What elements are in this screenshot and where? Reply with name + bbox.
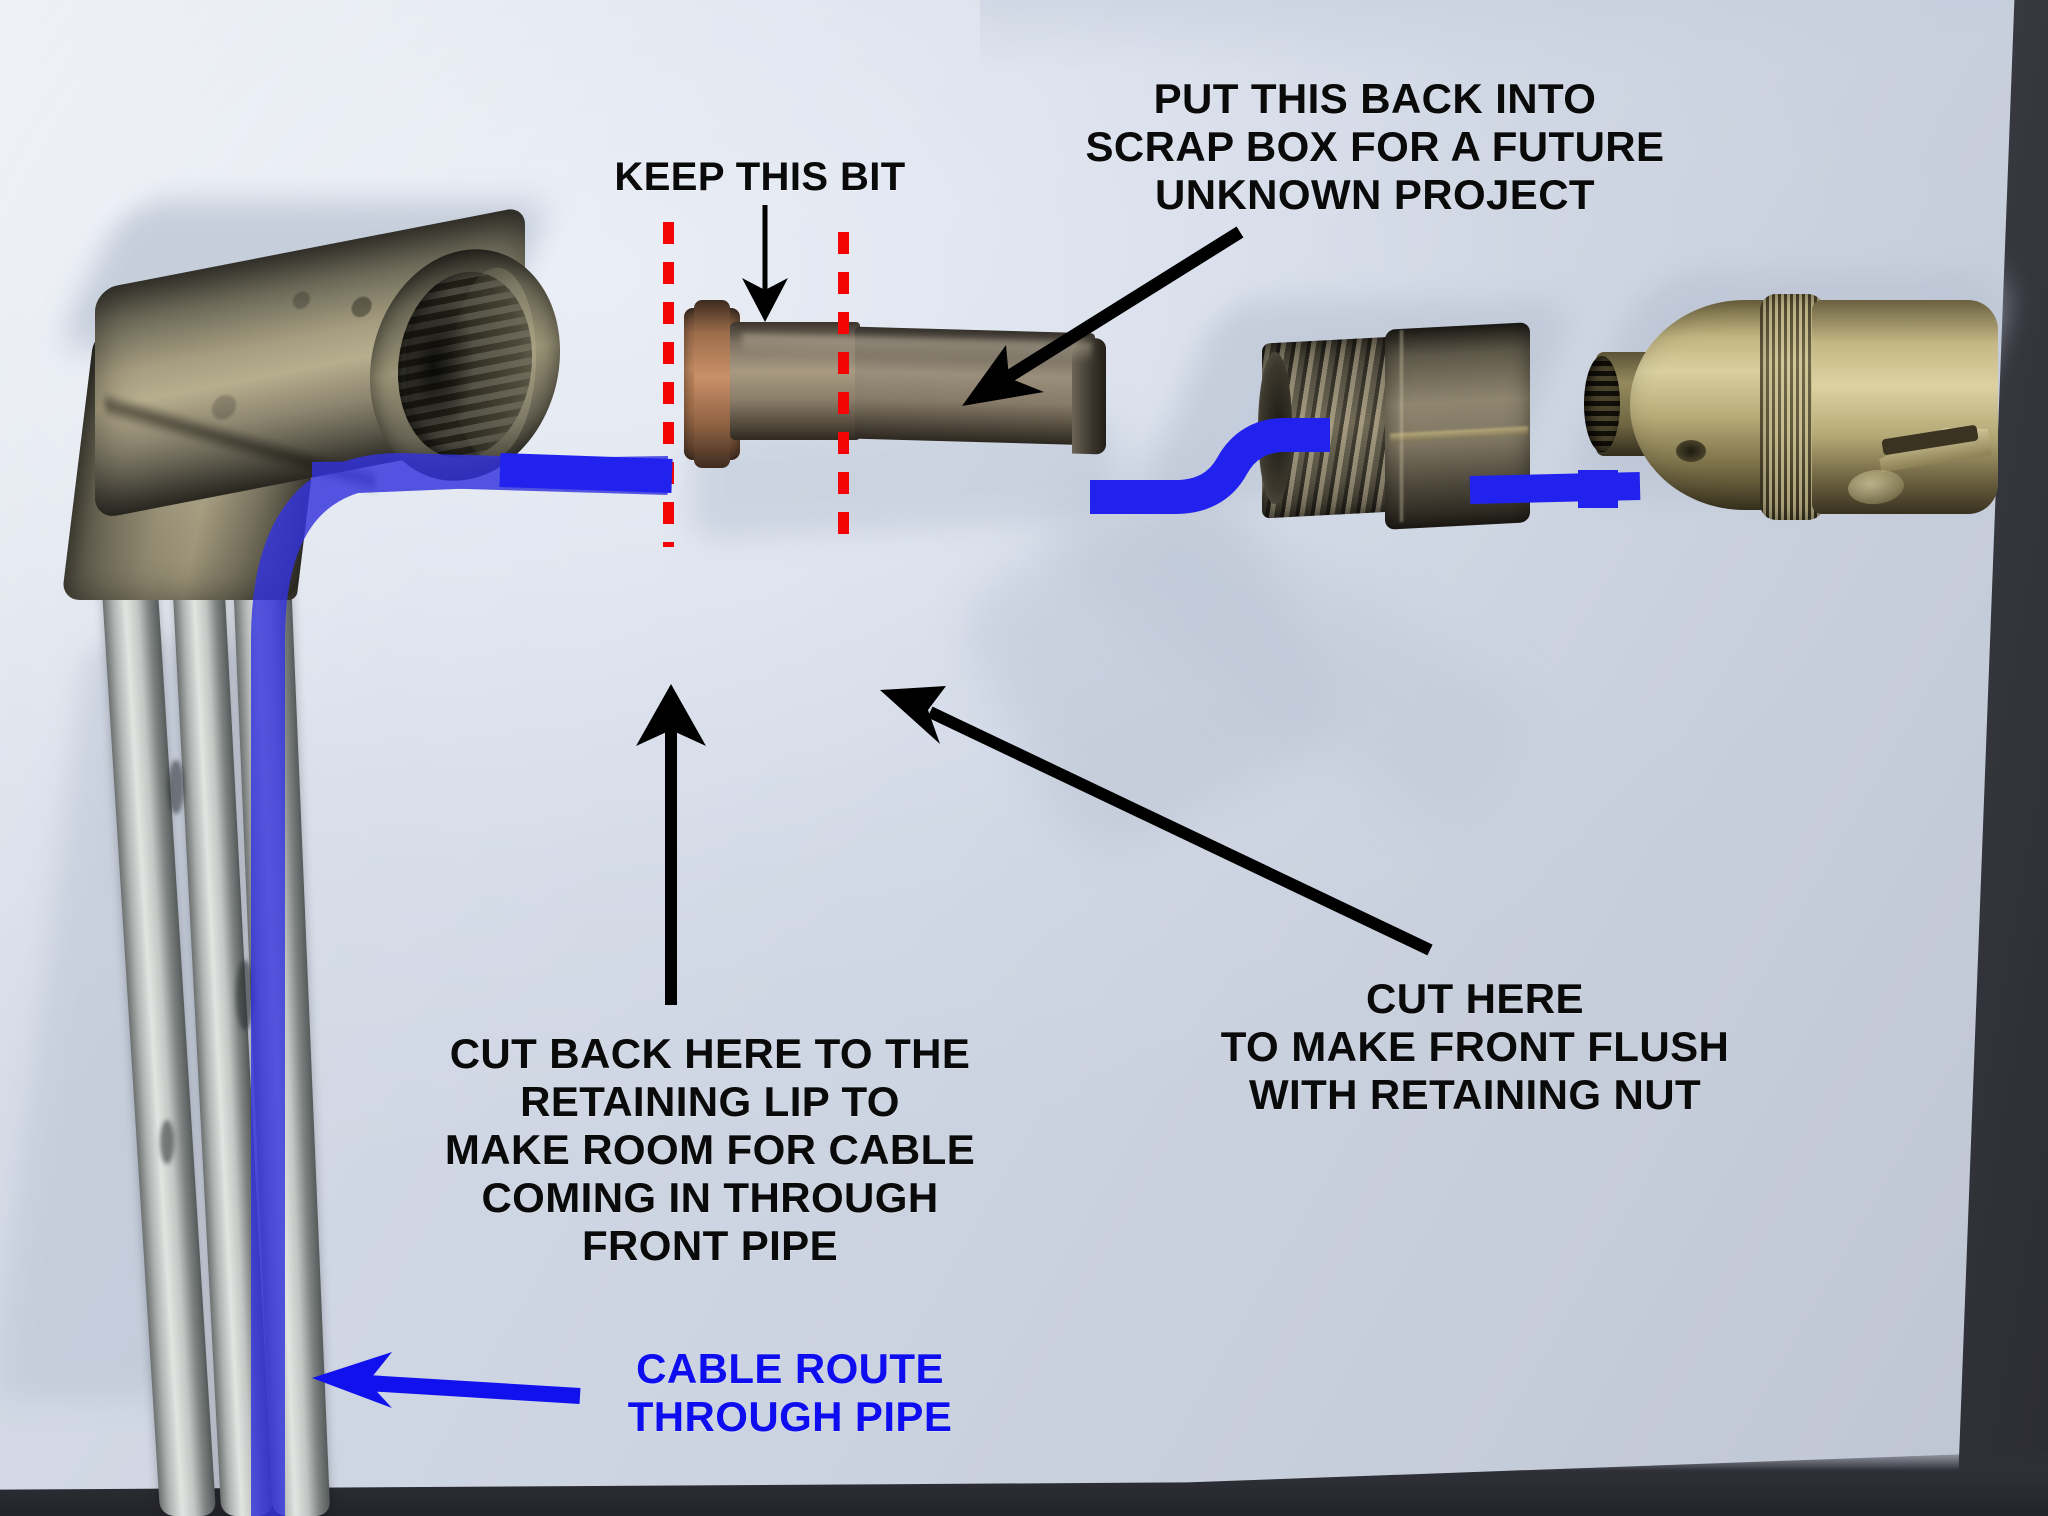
rod-blemish — [168, 760, 184, 814]
lamp-holder-entry-thread — [1584, 356, 1620, 452]
cut-line-right — [838, 232, 849, 547]
rod-blemish — [236, 960, 254, 1030]
lamp-holder-cable-hole — [1676, 440, 1706, 462]
retaining-nut-hex-edge — [1400, 329, 1403, 523]
scrap-box-label: PUT THIS BACK INTO SCRAP BOX FOR A FUTUR… — [1085, 75, 1665, 218]
keep-this-bit-label: KEEP THIS BIT — [614, 155, 906, 199]
lamp-holder-skirt — [1812, 300, 1998, 514]
rod-blemish — [160, 1120, 174, 1164]
paper-edge-top — [980, 0, 2048, 70]
cable-route-label: CABLE ROUTE THROUGH PIPE — [627, 1345, 953, 1440]
cut-back-here-label: CUT BACK HERE TO THE RETAINING LIP TO MA… — [444, 1030, 976, 1269]
cut-line-left — [663, 222, 674, 547]
retaining-nut-hex — [1385, 322, 1530, 530]
nipple-retaining-lip-front — [694, 300, 730, 468]
cut-here-flush-label: CUT HERE TO MAKE FRONT FLUSH WITH RETAIN… — [1220, 975, 1730, 1118]
